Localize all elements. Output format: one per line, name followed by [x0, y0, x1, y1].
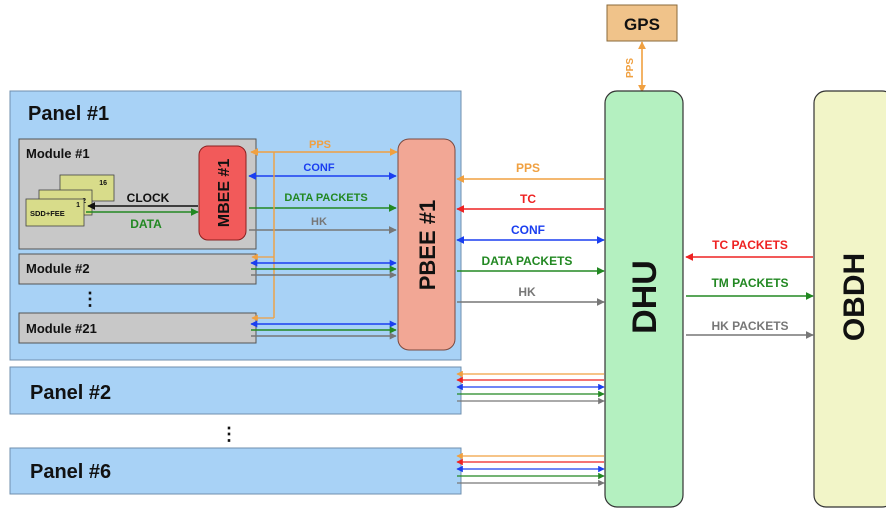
data-label: DATA	[130, 217, 162, 231]
modules-ellipsis: ⋮	[81, 289, 99, 309]
conf-pbee-label: CONF	[303, 162, 334, 174]
dhu	[604, 90, 684, 508]
gps-box	[606, 4, 678, 42]
data-packets-dhu-label: DATA PACKETS	[482, 254, 573, 268]
mbee-1	[198, 145, 247, 241]
data-packets-pbee-label: DATA PACKETS	[284, 192, 367, 204]
pbee-1	[397, 138, 456, 351]
hk-pbee-label: HK	[311, 216, 327, 228]
panel-6-title: Panel #6	[30, 461, 111, 483]
panel-2	[9, 366, 462, 415]
gps-pps-label: PPS	[625, 58, 636, 78]
pps-dhu-label: PPS	[516, 161, 540, 175]
panel-1-title: Panel #1	[28, 103, 109, 125]
module-2-title: Module #2	[26, 261, 90, 276]
panels-ellipsis: ⋮	[220, 424, 238, 444]
module-1-title: Module #1	[26, 146, 90, 161]
conf-dhu-label: CONF	[511, 223, 545, 237]
panel-6	[9, 447, 462, 495]
panel-2-title: Panel #2	[30, 382, 111, 404]
sdd-card-1	[25, 198, 85, 227]
tc-packets-label: TC PACKETS	[712, 238, 788, 252]
obdh-label: OBDH	[838, 253, 871, 341]
tm-packets-label: TM PACKETS	[711, 276, 788, 290]
mbee-1-label: MBEE #1	[216, 159, 233, 228]
sdd-card-1-label: 1	[76, 202, 80, 209]
pbee-1-label: PBEE #1	[415, 200, 440, 291]
module-21	[18, 312, 257, 344]
pps-pbee-label: PPS	[309, 139, 331, 151]
clock-label: CLOCK	[127, 191, 170, 205]
module-21-title: Module #21	[26, 321, 97, 336]
gps-label: GPS	[624, 15, 660, 34]
hk-packets-label: HK PACKETS	[711, 319, 788, 333]
obdh	[813, 90, 886, 508]
sdd-card-16-label: 16	[99, 180, 107, 187]
sdd-fee-label: SDD+FEE	[30, 209, 65, 218]
dhu-label: DHU	[626, 260, 664, 334]
tc-dhu-label: TC	[520, 192, 536, 206]
hk-dhu-label: HK	[518, 285, 536, 299]
